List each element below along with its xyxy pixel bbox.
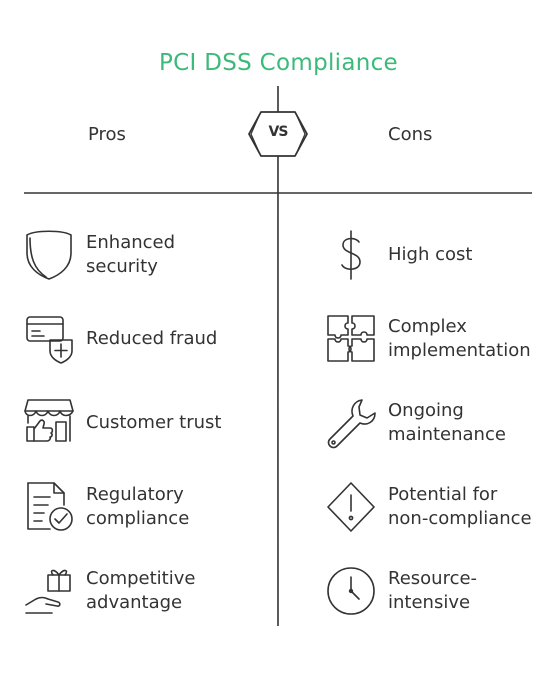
vs-badge xyxy=(248,111,308,157)
con-item-potential-non-compliance: Potential for non-compliance xyxy=(326,481,538,533)
wrench-icon xyxy=(326,397,376,449)
hand-gift-icon xyxy=(24,565,74,617)
puzzle-icon xyxy=(326,313,376,365)
item-label: Competitive advantage xyxy=(86,568,196,613)
pro-item-reduced-fraud: Reduced fraud xyxy=(24,313,246,365)
shield-icon xyxy=(24,229,74,281)
con-item-ongoing-maintenance: Ongoing maintenance xyxy=(326,397,538,449)
item-label: Reduced fraud xyxy=(86,328,218,349)
credit-card-shield-icon xyxy=(24,313,74,365)
cons-heading: Cons xyxy=(388,124,433,145)
con-item-resource-intensive: Resource-intensive xyxy=(326,565,538,617)
pros-heading: Pros xyxy=(88,124,126,145)
item-label: Enhanced security xyxy=(86,232,176,277)
vs-label: VS xyxy=(268,124,289,140)
con-item-complex-implementation: Complex implementation xyxy=(326,313,538,365)
item-label: Potential for non-compliance xyxy=(388,484,532,529)
document-check-icon xyxy=(24,481,74,533)
pro-item-regulatory-compliance: Regulatory compliance xyxy=(24,481,246,533)
con-item-high-cost: High cost xyxy=(326,229,538,281)
pro-item-competitive-advantage: Competitive advantage xyxy=(24,565,246,617)
item-label: Resource-intensive xyxy=(388,568,478,613)
warning-diamond-icon xyxy=(326,481,376,533)
item-label: Customer trust xyxy=(86,412,222,433)
item-label: Ongoing maintenance xyxy=(388,400,506,445)
item-label: High cost xyxy=(388,244,473,265)
clock-icon xyxy=(326,565,376,617)
page-title: PCI DSS Compliance xyxy=(158,50,399,76)
pro-item-customer-trust: Customer trust xyxy=(24,397,246,449)
item-label: Complex implementation xyxy=(388,316,531,361)
item-label: Regulatory compliance xyxy=(86,484,190,529)
pro-item-enhanced-security: Enhanced security xyxy=(24,229,246,281)
storefront-thumbs-up-icon xyxy=(24,397,74,449)
dollar-sign-icon xyxy=(326,229,376,281)
